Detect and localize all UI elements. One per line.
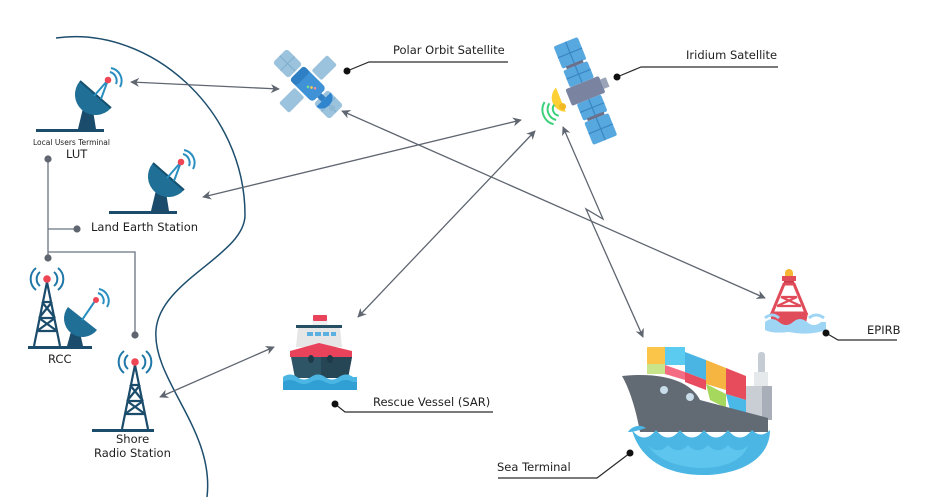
shore-radio-station-label-line2: Radio Station bbox=[94, 446, 171, 460]
rcc-tower-icon[interactable] bbox=[28, 267, 110, 349]
polar-orbit-satellite-icon[interactable] bbox=[256, 32, 361, 137]
land-earth-station-label: Land Earth Station bbox=[91, 220, 199, 234]
lut-label: LUT bbox=[66, 147, 88, 161]
link-polar-satellite-epirb bbox=[341, 110, 766, 299]
connector-dot-land-earth bbox=[73, 225, 81, 233]
callout-line-polar-satellite bbox=[346, 61, 508, 72]
link-rescue-vessel-iridium bbox=[357, 130, 536, 318]
callout-dot-sea-terminal bbox=[626, 449, 634, 457]
ground-network-connectors bbox=[47, 158, 136, 335]
sea-terminal-cargo-ship-icon[interactable] bbox=[622, 347, 772, 475]
connector-shore-radio bbox=[48, 251, 136, 335]
sea-terminal-label: Sea Terminal bbox=[497, 460, 571, 474]
iridium-satellite-icon[interactable] bbox=[521, 33, 627, 158]
callout-dot-epirb bbox=[822, 329, 830, 337]
lut-caption: Local Users Terminal bbox=[33, 138, 110, 147]
connector-dot-shore-radio bbox=[131, 331, 139, 339]
iridium-satellite-label: Iridium Satellite bbox=[686, 48, 778, 62]
coastline bbox=[55, 36, 246, 498]
epirb-label: EPIRB bbox=[867, 323, 901, 337]
lut-dish-icon[interactable] bbox=[36, 67, 123, 132]
polar-orbit-satellite-label: Polar Orbit Satellite bbox=[393, 43, 505, 57]
link-lut-polar-satellite bbox=[130, 77, 280, 94]
land-earth-station-dish-icon[interactable] bbox=[109, 149, 196, 214]
link-land-earth-iridium bbox=[202, 117, 522, 200]
callout-line-rescue-vessel bbox=[334, 403, 493, 413]
rescue-vessel-label: Rescue Vessel (SAR) bbox=[373, 395, 491, 409]
shore-radio-station-tower-icon[interactable] bbox=[92, 350, 154, 432]
callout-dot-rescue-vessel bbox=[331, 400, 339, 408]
link-shore-radio-rescue-vessel bbox=[159, 346, 275, 398]
shore-radio-station-label-line1: Shore bbox=[116, 432, 150, 446]
rcc-label: RCC bbox=[48, 352, 72, 366]
callout-line-sea-terminal bbox=[498, 452, 631, 479]
callout-line-epirb bbox=[825, 332, 897, 341]
connector-dot-rcc bbox=[44, 254, 52, 262]
connector-dot-lut bbox=[44, 155, 52, 163]
rescue-vessel-icon[interactable] bbox=[283, 315, 357, 390]
link-iridium-sea-terminal bbox=[562, 126, 644, 338]
callout-dot-polar-satellite bbox=[343, 67, 351, 75]
epirb-buoy-icon[interactable] bbox=[764, 269, 826, 334]
callout-line-iridium-satellite bbox=[616, 66, 778, 78]
callout-dot-iridium-satellite bbox=[613, 73, 621, 81]
